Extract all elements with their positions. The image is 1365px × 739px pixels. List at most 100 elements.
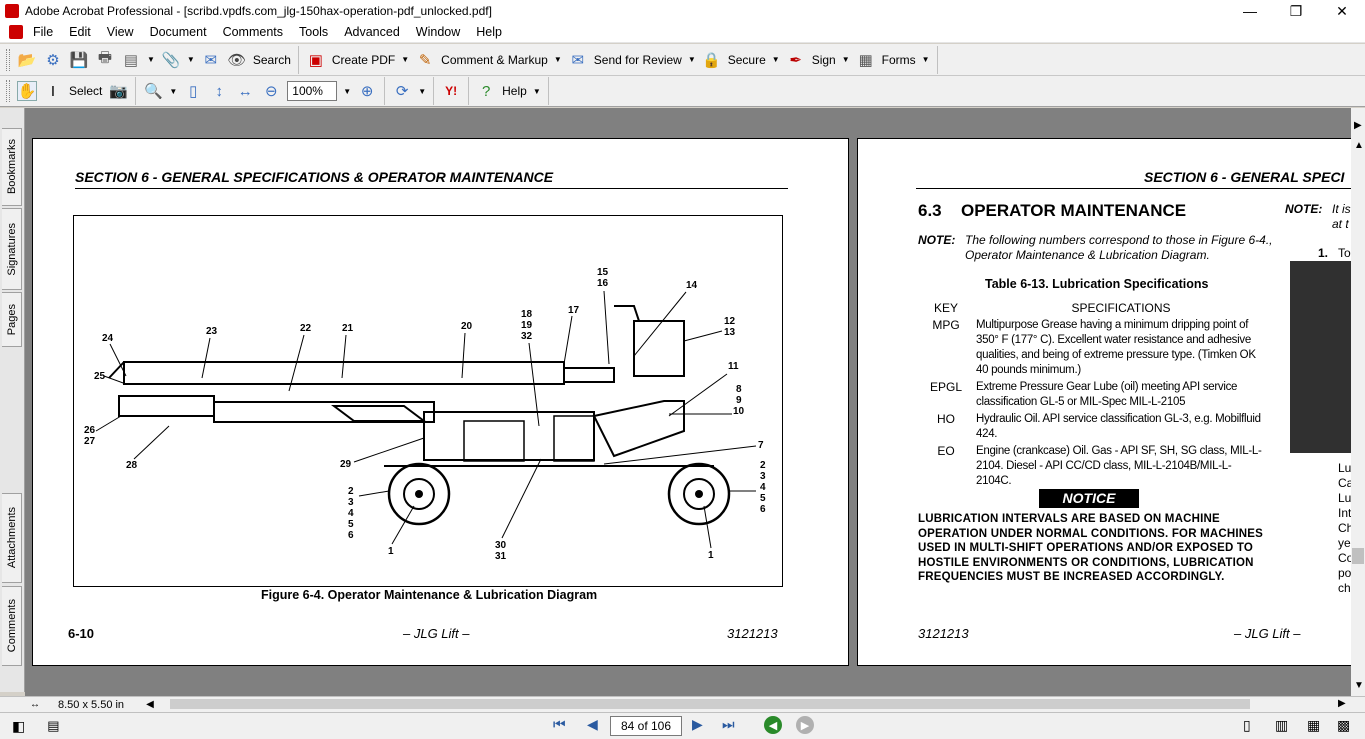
menu-help[interactable]: Help	[476, 25, 502, 39]
chevron-down-icon[interactable]: ▼	[553, 55, 562, 64]
save-icon[interactable]: 💾	[69, 51, 89, 69]
hand-tool-icon[interactable]: ✋	[17, 81, 37, 101]
chevron-down-icon[interactable]: ▼	[921, 55, 930, 64]
secure-button[interactable]: Secure	[727, 52, 766, 67]
forms-icon[interactable]: ▦	[858, 51, 873, 69]
previous-page-icon[interactable]: ◀	[587, 716, 598, 732]
snapshot-camera-icon[interactable]: 📷	[109, 83, 128, 100]
menu-tools[interactable]: Tools	[299, 25, 329, 39]
chevron-down-icon[interactable]: ▼	[147, 55, 155, 64]
chevron-down-icon[interactable]: ▼	[343, 86, 352, 96]
tab-attachments[interactable]: Attachments	[2, 493, 22, 583]
zoom-level-input[interactable]	[287, 81, 338, 101]
title-bar: Adobe Acrobat Professional - [scribd.vpd…	[0, 0, 1365, 22]
menu-file[interactable]: File	[33, 25, 54, 39]
scroll-right-arrow-icon[interactable]: ▶	[1338, 698, 1346, 709]
select-text-icon[interactable]: I	[50, 82, 56, 100]
first-page-icon[interactable]: ⏮	[553, 716, 566, 732]
pane-toggle-icon[interactable]: ◧	[12, 717, 26, 734]
boom-tip	[563, 367, 615, 383]
scroll-up-arrow-icon[interactable]: ▲	[1354, 140, 1364, 151]
chevron-down-icon[interactable]: ▼	[841, 55, 850, 64]
attach-icon[interactable]: 📎	[161, 51, 181, 69]
fit-width-icon[interactable]: ↔	[237, 82, 253, 100]
lock-icon[interactable]: 🔒	[702, 51, 722, 69]
actual-size-icon[interactable]: ▯	[189, 83, 198, 100]
menu-window[interactable]: Window	[415, 25, 461, 39]
maximize-button[interactable]: ❐	[1289, 2, 1303, 19]
split-arrows-icon[interactable]: ↔	[30, 699, 40, 710]
help-icon[interactable]: ?	[481, 82, 491, 100]
chevron-down-icon[interactable]: ▼	[532, 86, 541, 96]
facing-icon[interactable]: ▦	[1307, 717, 1321, 733]
tab-bookmarks[interactable]: Bookmarks	[2, 128, 22, 206]
close-button[interactable]: ✕	[1336, 2, 1348, 19]
tasks-icon[interactable]: ▤	[123, 51, 139, 69]
last-page-icon[interactable]: ⏭	[722, 716, 735, 732]
scroll-left-arrow-icon[interactable]: ◀	[146, 699, 154, 710]
rotate-view-icon[interactable]: ⟳	[395, 83, 409, 100]
create-pdf-icon[interactable]: ▣	[308, 51, 323, 69]
menu-advanced[interactable]: Advanced	[344, 25, 400, 39]
zoom-out-icon[interactable]: ⊖	[264, 83, 278, 100]
vertical-scroll-thumb[interactable]	[1352, 548, 1364, 564]
header-rule	[916, 188, 1351, 189]
pen-sign-icon[interactable]: ✒	[789, 51, 802, 69]
minimize-button[interactable]: —	[1243, 3, 1257, 19]
continuous-facing-icon[interactable]: ▩	[1337, 717, 1351, 733]
zoom-in-plus-icon[interactable]: ⊕	[360, 83, 374, 100]
document-icon[interactable]	[9, 25, 23, 39]
comment-markup-icon[interactable]: ✎	[418, 51, 432, 69]
toolbar-grip[interactable]	[6, 80, 10, 102]
diagram-label: 10	[733, 406, 745, 417]
open-folder-icon[interactable]: 📂	[17, 51, 37, 69]
search-button[interactable]: Search	[252, 52, 291, 67]
select-button[interactable]: Select	[69, 84, 103, 98]
scroll-down-arrow-icon[interactable]: ▼	[1354, 680, 1364, 691]
vertical-scrollbar[interactable]: ▶ ▲ ▼	[1351, 108, 1365, 696]
print-icon[interactable]: 🖶	[97, 49, 113, 66]
send-for-review-button[interactable]: Send for Review	[593, 52, 682, 67]
email-icon[interactable]: ✉	[204, 51, 218, 69]
page-layout-icon[interactable]: ▤	[47, 718, 60, 733]
forms-button[interactable]: Forms	[881, 52, 916, 67]
send-review-icon[interactable]: ✉	[571, 51, 585, 69]
fit-page-icon[interactable]: ↕	[215, 82, 224, 100]
diagram-label: 4	[348, 508, 354, 519]
horizontal-scroll-thumb[interactable]	[170, 699, 1250, 709]
menu-document[interactable]: Document	[149, 25, 207, 39]
chevron-down-icon[interactable]: ▼	[169, 86, 178, 96]
chevron-down-icon[interactable]: ▼	[771, 55, 780, 64]
page-number-field[interactable]: 84 of 106	[610, 716, 682, 736]
go-forward-icon[interactable]: ▶	[796, 716, 814, 734]
menu-edit[interactable]: Edit	[69, 25, 91, 39]
chevron-down-icon[interactable]: ▼	[687, 55, 696, 64]
continuous-icon[interactable]: ▥	[1275, 717, 1289, 733]
scroll-right-arrow-icon[interactable]: ▶	[1354, 120, 1362, 131]
create-pdf-button[interactable]: Create PDF	[331, 52, 396, 67]
chevron-down-icon[interactable]: ▼	[418, 86, 427, 96]
yahoo-icon[interactable]: Y!	[445, 84, 458, 98]
sign-button[interactable]: Sign	[811, 52, 836, 67]
comment-markup-button[interactable]: Comment & Markup	[441, 52, 548, 67]
diagram-label: 8	[736, 384, 742, 395]
menu-view[interactable]: View	[106, 25, 134, 39]
next-page-icon[interactable]: ▶	[692, 716, 703, 732]
right-line: Lu	[1338, 491, 1351, 505]
toolbar-grip[interactable]	[6, 48, 10, 71]
document-view[interactable]: SECTION 6 - GENERAL SPECIFICATIONS & OPE…	[25, 108, 1351, 696]
tab-signatures[interactable]: Signatures	[2, 208, 22, 290]
boom-outline	[123, 361, 565, 385]
zoom-in-icon[interactable]: 🔍	[144, 83, 163, 100]
menu-comments[interactable]: Comments	[222, 25, 283, 39]
horizontal-scrollbar[interactable]	[160, 698, 1350, 710]
tab-pages[interactable]: Pages	[2, 292, 22, 347]
tab-comments[interactable]: Comments	[2, 586, 22, 666]
go-back-icon[interactable]: ◀	[764, 716, 782, 734]
search-binoculars-icon[interactable]: 👁	[227, 51, 247, 69]
help-button[interactable]: Help	[502, 84, 527, 98]
chevron-down-icon[interactable]: ▼	[401, 55, 410, 64]
organizer-icon[interactable]: ⚙	[46, 51, 60, 69]
chevron-down-icon[interactable]: ▼	[186, 55, 195, 64]
single-page-icon[interactable]: ▯	[1243, 717, 1251, 733]
